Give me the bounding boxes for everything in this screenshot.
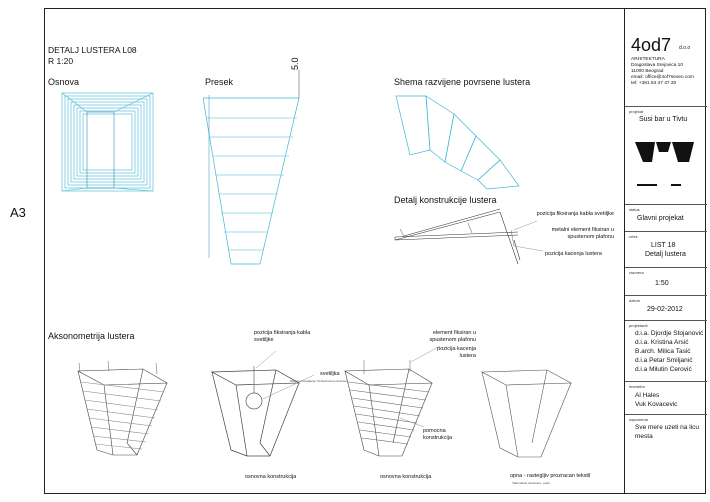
company-city: 11000 Beograd [631,69,664,74]
designer-4: d.i.a Petar Smiljanić [635,357,693,364]
sheet-scale: R 1:20 [48,56,74,66]
note-line-1: Sve mere uzeti na licu [635,424,699,431]
plan-drawing [61,92,154,192]
construction-detail-drawing [394,208,521,265]
company-phone: tel: +381 63 47 47 20 [631,81,677,86]
construction-detail-title: Detalj konstrukcije lustera [394,195,497,205]
company-address: Dragoslava Srejovica 10 [631,63,683,68]
section-title: Presek [205,77,234,87]
note-axo-cable-fix: pozicija fiksiranja kabla svetiljke [254,330,311,343]
project-label: projekat [629,109,644,114]
designers-label: projektanti [629,323,648,328]
sheet-name: Detalj lustera [645,251,686,258]
note-hanging-position: pozicija kacenja lustera [545,251,602,257]
sheet-border [44,8,706,494]
date-label: datum [629,298,641,303]
note-axo-element-fixed: element fiksiran u spustenom plafonu [429,330,476,343]
note-base-construction-1: osnovna konstrukcija [245,474,297,480]
company-logo-suffix: d.o.o [679,45,691,51]
note-metal-element: metalni element fiksiran u spustenom pla… [551,227,614,240]
sheet-format-label: A3 [10,205,26,220]
investor-label: investitor [629,384,646,389]
note-label: napomena [629,417,648,422]
designer-5: d.i.a Milutin Cerović [635,366,692,373]
note-axo-hanging: pozicija kacenja lustera [437,346,476,359]
sheet-format-column: A3 [0,0,44,502]
designer-3: B.arch. Milica Tasić [635,348,691,355]
investor-1: Al Hales [635,392,660,399]
axonometry-aux-drawing [343,360,434,457]
date-value: 29-02-2012 [647,306,683,313]
title-block: 4od7 d.o.o ARHITEKTURA Dragoslava Srejov… [624,8,707,494]
axonometry-membrane-drawing [480,369,573,458]
project-value: Susi bar u Tivtu [639,116,688,123]
scale-label: razmera [629,270,644,275]
sheet-title: DETALJ LUSTERA L08 [48,45,137,55]
note-axo-lamp: svetiljka [320,371,340,377]
company-name: ARHITEKTURA [631,57,665,62]
sheet-label: crtez [629,234,638,239]
company-email: email: office@4of7seven.com [631,75,694,80]
axonometry-base-drawing [210,366,301,457]
status-value: Glavni projekat [637,215,684,222]
section-dimension: 5.0 [290,57,300,70]
designer-2: d.i.a. Kristina Arsić [635,339,689,346]
logo-pictogram [635,142,694,186]
investor-2: Vuk Kovacevic [635,401,678,408]
note-axo-lamp-sub: sfluorno osvetljenje *tonkocimove na dim… [290,379,348,383]
plan-title: Osnova [48,77,80,87]
company-logo: 4od7 [631,35,672,55]
scale-value: 1:50 [655,280,669,287]
status-label: status [629,207,640,212]
axonometry-full-drawing [76,360,169,456]
note-cable-position: pozicija fiksiranja kabla svetiljke [536,211,614,217]
unfolded-surface-drawing [395,95,520,190]
sheet-number: LIST 18 [651,242,676,249]
section-drawing [202,70,300,265]
note-line-2: mesta [635,433,653,440]
note-membrane: opna - rastegljiv prozracan tekstil [510,473,591,479]
leader-lines [255,220,544,428]
unfolded-title: Shema razvijene povrsene lustera [394,77,531,87]
note-base-construction-2: osnovna konstrukcija [380,474,432,480]
note-membrane-sub: *alternativa mrezicast - papir [512,481,551,485]
designer-1: d.i.a. Djordje Stojanović [635,330,704,337]
axonometry-title: Aksonometrija lustera [48,331,135,341]
note-axo-aux-construction: pomocna konstrukcija [423,428,453,441]
